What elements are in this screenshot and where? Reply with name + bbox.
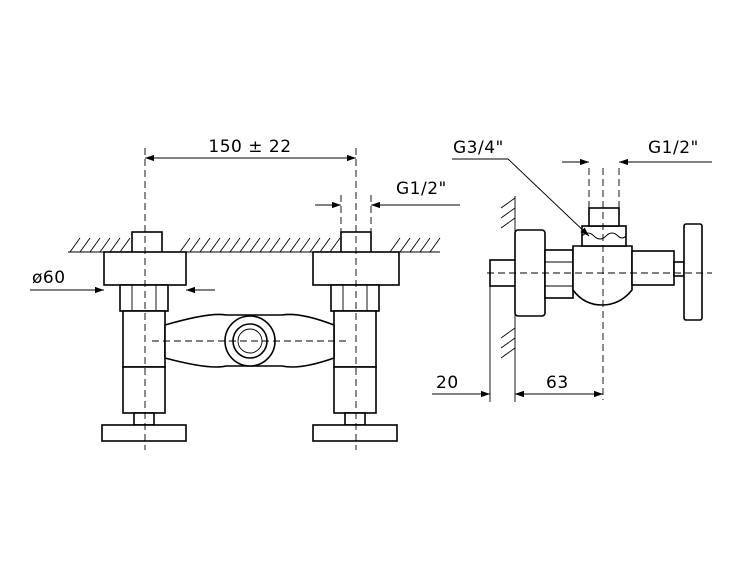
side-hex-nut [544,249,574,299]
side-view: G3/4" G1/2" 20 63 [432,138,712,402]
side-flange [514,229,546,317]
dimension-wall-offset: 20 [432,373,540,398]
dimension-inlet-thread-front: G1/2" [315,179,460,232]
inlet-thread-side-label: G1/2" [648,138,699,158]
mixer-body [164,313,335,368]
inlet-thread-front-label: G1/2" [396,179,447,199]
dimension-projection: 63 [515,373,603,398]
dimension-center-distance: 150 ± 22 [145,137,356,162]
side-stem [631,250,675,286]
flange-diameter-label: ø60 [32,268,66,288]
center-distance-label: 150 ± 22 [208,137,291,157]
side-outlet [581,207,627,247]
side-mixer-body [572,245,633,306]
side-handle [683,223,703,321]
front-view: 150 ± 22 G1/2" ø60 [30,137,460,450]
dimension-outlet-thread: G3/4" [452,138,590,237]
wall-offset-label: 20 [436,373,459,393]
projection-label: 63 [546,373,569,393]
front-wall [68,237,441,253]
side-spindle [673,261,685,277]
outlet-thread-label: G3/4" [453,138,504,158]
dimension-flange-diameter: ø60 [30,268,215,294]
dimension-inlet-thread-side: G1/2" [562,138,712,208]
left-inlet [101,231,187,442]
